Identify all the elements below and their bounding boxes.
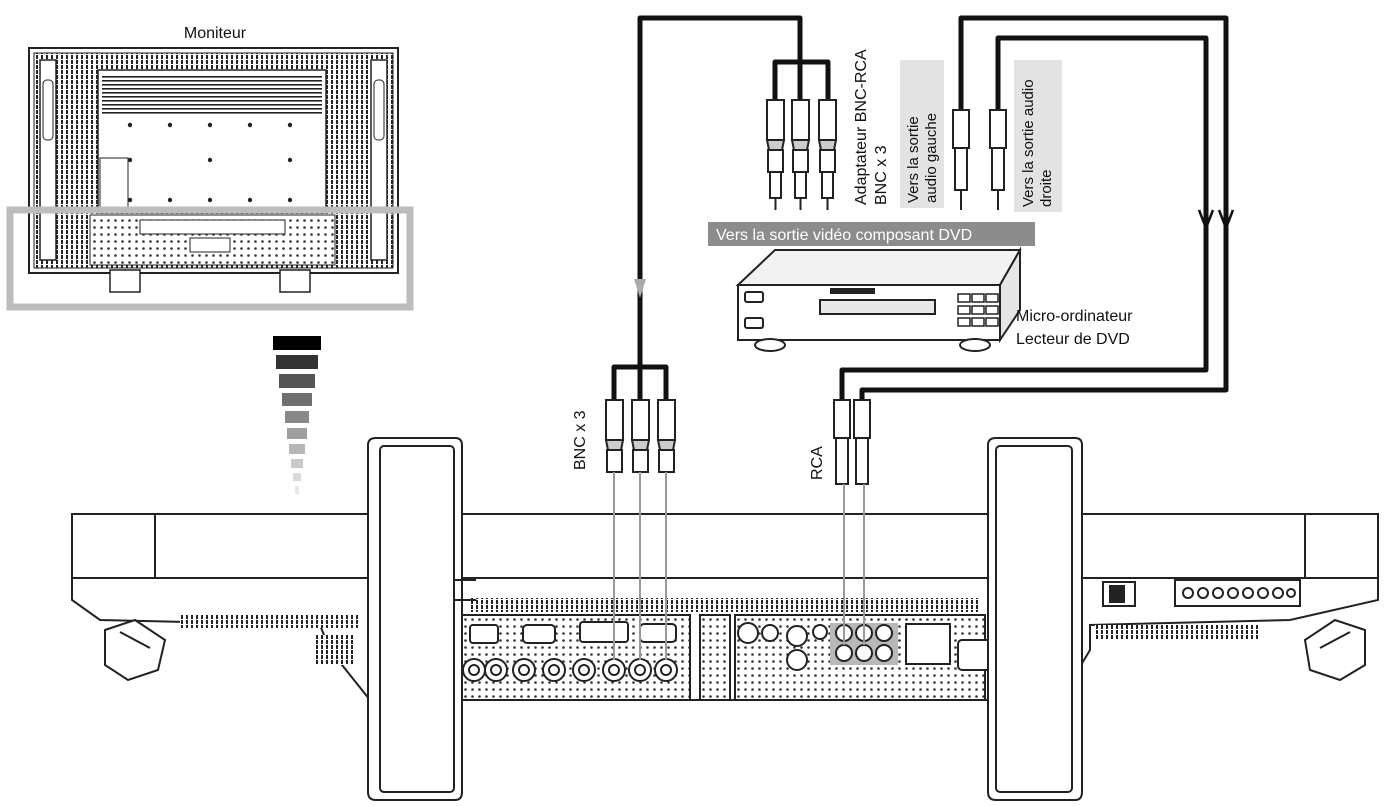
audio-right-label-line2: droite: [1038, 169, 1055, 207]
connector-plug-icon: [604, 399, 871, 485]
zoom-highlight-frame: [6, 206, 414, 311]
bnc-x3-label: BNC x 3: [572, 410, 589, 470]
monitor-label: Moniteur: [184, 25, 247, 42]
component-out-band: [708, 222, 1035, 246]
monitor-thumbnail: Moniteur: [6, 25, 414, 311]
audio-left-label-bg: [900, 60, 944, 208]
connector-plug-icon: [765, 99, 1007, 210]
adapter-label-line2: BNC x 3: [873, 145, 890, 205]
component-out-label: Vers la sortie vidéo composant DVD: [716, 227, 972, 244]
adapter-label-line1: Adaptateur BNC-RCA: [853, 49, 870, 205]
device-label-line2: Lecteur de DVD: [1016, 331, 1130, 348]
rca-label: RCA: [809, 446, 826, 480]
device-label-line1: Micro-ordinateur: [1016, 308, 1133, 325]
audio-left-label-line2: audio gauche: [923, 113, 940, 203]
audio-cable: [839, 15, 1229, 400]
audio-left-label-line1: Vers la sortie: [905, 116, 922, 203]
audio-right-label-line1: Vers la sortie audio: [1020, 79, 1037, 207]
audio-right-label-bg: [1014, 60, 1062, 212]
monitor-rear-closeup: [71, 437, 1379, 801]
dvd-player: [735, 246, 1022, 352]
arrow-down-icon: [1197, 209, 1235, 232]
arrow-down-icon: [634, 279, 646, 298]
component-cable: [611, 15, 831, 400]
zoom-indicator: [273, 336, 321, 494]
guide-lines: [613, 472, 865, 660]
